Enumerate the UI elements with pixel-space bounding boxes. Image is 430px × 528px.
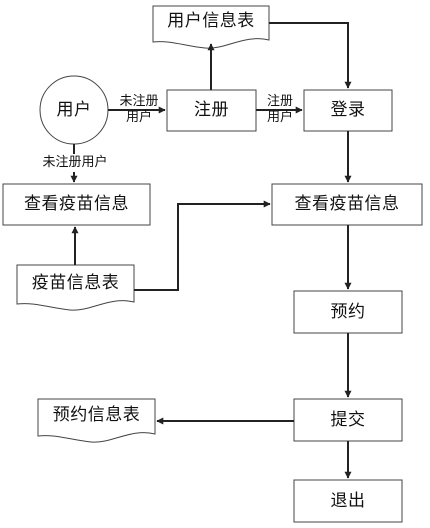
login-box-shape [303, 89, 393, 132]
booking-table-document-shape [37, 398, 156, 443]
register-label: 注册 [194, 100, 229, 121]
reserve-box-shape [293, 290, 403, 334]
register-box-shape [166, 89, 257, 132]
view-vaccine-left-box-shape [2, 183, 151, 226]
booking-table-label: 预约信息表 [52, 404, 141, 425]
user-label: 用户 [56, 99, 92, 120]
exit-box-shape [293, 479, 403, 523]
user-table-document-shape [152, 5, 270, 49]
submit-box-shape [293, 398, 403, 442]
edge-label-registered-user: 注册 用户 [257, 91, 303, 129]
view-vaccine-left-label: 查看疫苗信息 [24, 194, 129, 215]
reserve-label: 预约 [330, 301, 366, 322]
edge-vaccine-table-to-view-right [134, 200, 271, 291]
submit-label: 提交 [330, 409, 366, 430]
edge-label-line-2: 用户 [125, 110, 152, 125]
exit-label: 退出 [330, 490, 366, 511]
user-table-label: 用户信息表 [167, 10, 255, 31]
edge-label-unregistered-user-view: 未注册用户 [30, 154, 120, 172]
edge-label-line-1: 未注册 [119, 94, 159, 110]
edge-label-line-1: 注册 [266, 94, 293, 110]
vaccine-table-label: 疫苗信息表 [31, 272, 120, 293]
edge-label-unregistered-user: 未注册 用户 [112, 91, 166, 129]
login-label: 登录 [330, 100, 366, 121]
vaccine-table-document-shape [16, 264, 135, 311]
edge-user-table-to-login [269, 22, 352, 89]
view-vaccine-right-box-shape [271, 183, 423, 226]
view-vaccine-right-label: 查看疫苗信息 [294, 194, 400, 215]
edge-label-line-2: 用户 [266, 110, 293, 125]
